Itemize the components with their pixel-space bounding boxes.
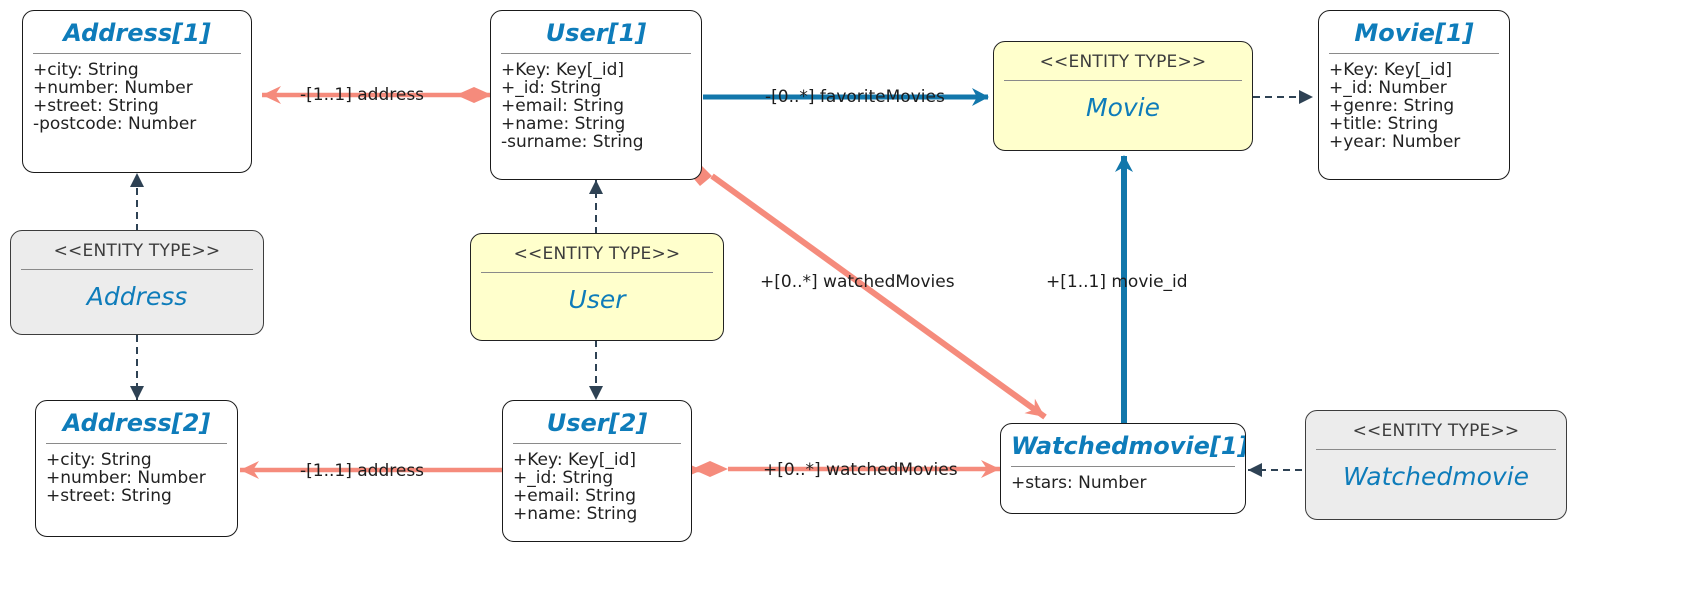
node-attributes: +Key: Key[_id] +_id: String +email: Stri… (503, 444, 691, 531)
node-entity-user[interactable]: <<ENTITY TYPE>> User (470, 233, 724, 341)
node-entity-address[interactable]: <<ENTITY TYPE>> Address (10, 230, 264, 335)
attribute-row: -surname: String (501, 132, 644, 153)
edge-label-address-top: -[1..1] address (300, 85, 425, 105)
attribute-row: +title: String (1329, 114, 1439, 135)
node-entity-movie[interactable]: <<ENTITY TYPE>> Movie (993, 41, 1253, 151)
node-divider (501, 53, 691, 54)
attribute-row: +_id: Number (1329, 78, 1447, 99)
attribute-row: +street: String (46, 486, 172, 507)
edge-label-address-bottom: -[1..1] address (300, 461, 425, 481)
node-movie-1[interactable]: Movie[1] +Key: Key[_id] +_id: Number +ge… (1318, 10, 1510, 180)
node-divider (481, 272, 713, 273)
edge-label-watched-movies-bottom: +[0..*] watchedMovies (763, 460, 958, 480)
entity-name: Address (86, 282, 188, 311)
attribute-row: +name: String (513, 504, 638, 525)
node-divider (1004, 80, 1242, 81)
node-divider (1011, 466, 1235, 467)
attribute-row: -postcode: Number (33, 114, 197, 135)
node-user-1[interactable]: User[1] +Key: Key[_id] +_id: String +ema… (490, 10, 702, 180)
entity-stereotype: <<ENTITY TYPE>> (53, 241, 221, 261)
attribute-row: +_id: String (513, 468, 614, 489)
entity-stereotype: <<ENTITY TYPE>> (1352, 421, 1520, 441)
node-title: User[2] (546, 409, 648, 437)
attribute-row: +email: String (501, 96, 624, 117)
entity-name: User (568, 285, 626, 314)
attribute-row: +email: String (513, 486, 636, 507)
node-title: Address[2] (62, 409, 211, 437)
edge-label-movie-id: +[1..1] movie_id (1046, 272, 1188, 292)
attribute-row: +city: String (33, 60, 139, 80)
node-divider (1316, 449, 1556, 450)
entity-name: Watchedmovie (1342, 462, 1530, 491)
node-address-2[interactable]: Address[2] +city: String +number: Number… (35, 400, 238, 537)
attribute-row: +number: Number (46, 468, 206, 489)
edge-label-watched-movies-diagonal: +[0..*] watchedMovies (760, 272, 955, 292)
attribute-row: +Key: Key[_id] (1329, 60, 1453, 80)
node-title: Address[1] (63, 19, 211, 47)
node-attributes: +Key: Key[_id] +_id: String +email: Stri… (491, 54, 701, 159)
attribute-row: +year: Number (1329, 132, 1461, 153)
entity-name: Movie (1086, 93, 1160, 122)
node-divider (1329, 53, 1499, 54)
attribute-row: +_id: String (501, 78, 602, 99)
node-divider (46, 443, 227, 444)
node-divider (21, 269, 253, 270)
node-divider (513, 443, 681, 444)
node-attributes: +stars: Number (1001, 467, 1245, 500)
attribute-row: +stars: Number (1011, 473, 1147, 493)
entity-stereotype: <<ENTITY TYPE>> (513, 244, 681, 264)
node-address-1[interactable]: Address[1] +city: String +number: Number… (22, 10, 252, 173)
edge-label-favorite-movies: -[0..*] favoriteMovies (765, 87, 945, 107)
attribute-row: +city: String (46, 450, 152, 470)
node-entity-watchedmovie[interactable]: <<ENTITY TYPE>> Watchedmovie (1305, 410, 1567, 520)
node-user-2[interactable]: User[2] +Key: Key[_id] +_id: String +ema… (502, 400, 692, 542)
node-title: Watchedmovie[1] (1011, 432, 1246, 460)
attribute-row: +genre: String (1329, 96, 1455, 117)
attribute-row: +number: Number (33, 78, 193, 99)
node-watchedmovie-1[interactable]: Watchedmovie[1] +stars: Number (1000, 423, 1246, 514)
attribute-row: +Key: Key[_id] (513, 450, 637, 470)
node-attributes: +Key: Key[_id] +_id: Number +genre: Stri… (1319, 54, 1509, 159)
attribute-row: +street: String (33, 96, 159, 117)
node-attributes: +city: String +number: Number +street: S… (36, 444, 237, 513)
node-attributes: +city: String +number: Number +street: S… (23, 54, 251, 141)
attribute-row: +Key: Key[_id] (501, 60, 625, 80)
node-title: Movie[1] (1354, 19, 1474, 47)
node-divider (33, 53, 241, 54)
node-title: User[1] (545, 19, 647, 47)
entity-stereotype: <<ENTITY TYPE>> (1039, 52, 1207, 72)
attribute-row: +name: String (501, 114, 626, 135)
